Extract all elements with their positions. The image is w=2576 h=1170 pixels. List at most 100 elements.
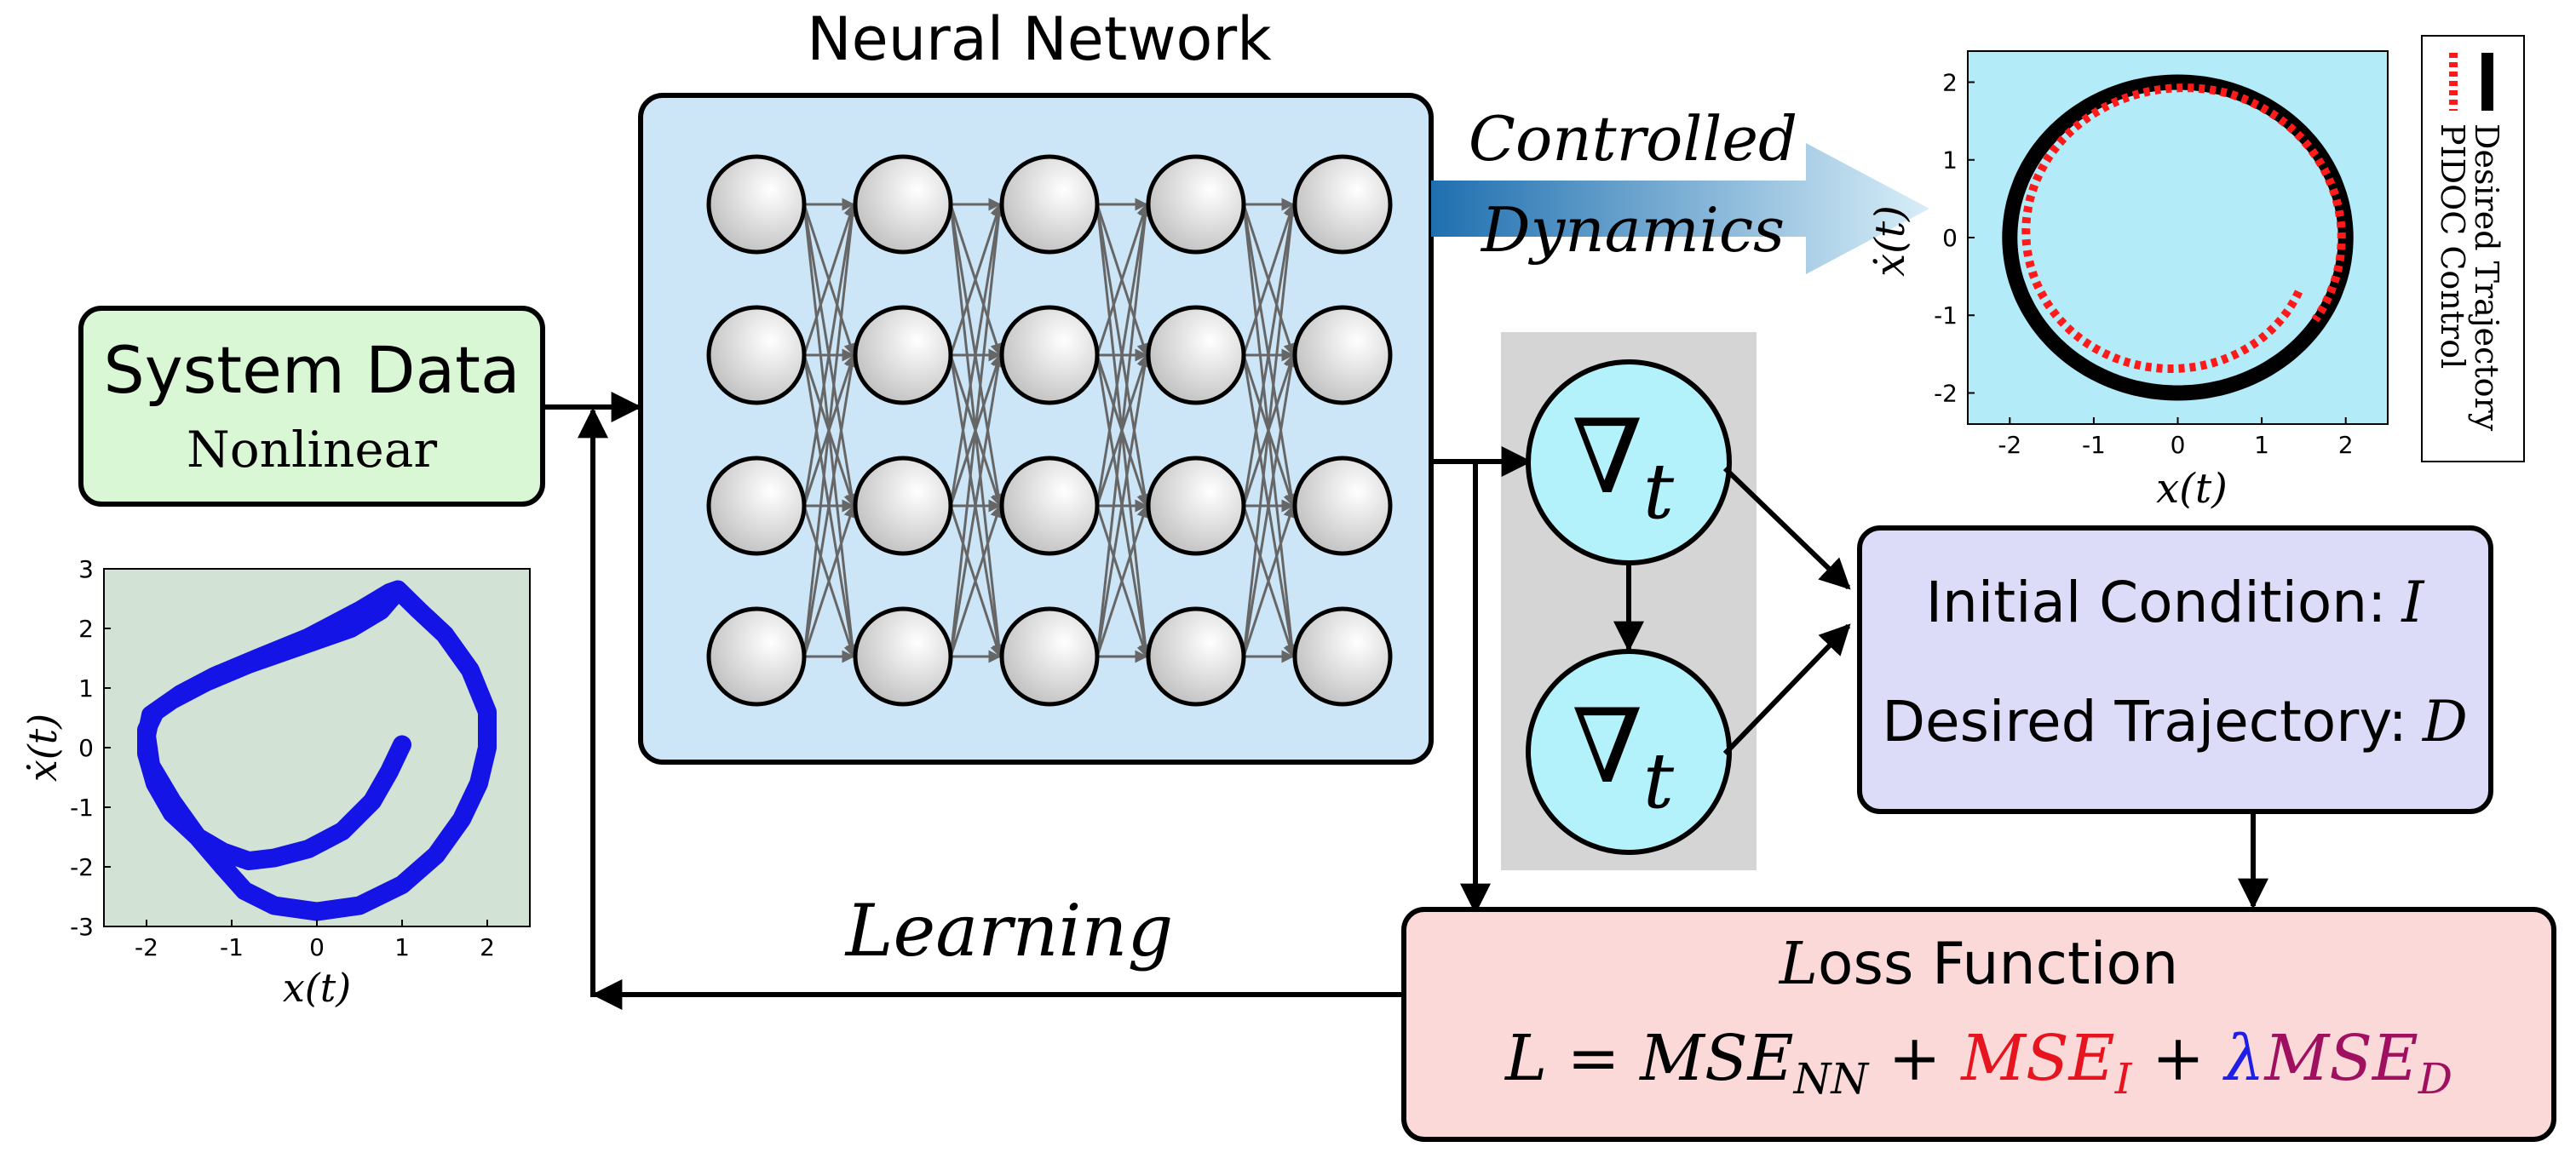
dynamics-label: Dynamics — [1480, 194, 1785, 266]
legend-label-pidoc: PIDOC Control — [2434, 123, 2471, 369]
eq-plus-second: + — [2131, 1022, 2224, 1095]
nn-edge — [1095, 203, 1149, 356]
pidoc-control-series — [2021, 83, 2346, 373]
nn-neuron — [1292, 456, 1393, 556]
left-plot-ytick-label: -2 — [70, 853, 94, 881]
nn-neuron — [706, 606, 807, 707]
loss-title: oss Function — [1818, 931, 2178, 998]
left-plot-xlabel: x(t) — [283, 965, 351, 1011]
eq-sub-i: I — [2114, 1054, 2133, 1104]
left-plot-area — [103, 568, 531, 927]
left-plot-xtick-label: -1 — [220, 933, 244, 961]
nn-edge — [1242, 504, 1296, 657]
left-plot-ytick-label: -1 — [70, 794, 94, 822]
right-plot-ytick-label: -1 — [1934, 301, 1958, 330]
nn-edge — [949, 203, 1005, 657]
controlled-dynamics-arrow — [1431, 143, 1929, 274]
nn-neuron — [706, 154, 807, 255]
right-plot-ytick-label: 0 — [1942, 224, 1958, 252]
nn-neuron — [853, 606, 953, 707]
nn-neuron — [999, 606, 1100, 707]
nn-edge — [802, 203, 859, 507]
desired-trajectory-symbol: D — [2422, 689, 2468, 754]
initial-condition-symbol: I — [2401, 570, 2425, 635]
left-plot-ylabel: ẋ(t) — [20, 714, 66, 782]
nabla-subscript-second: t — [1643, 737, 1675, 826]
nn-neuron — [999, 456, 1100, 556]
eq-lambda: λ — [2222, 1022, 2265, 1095]
right-plot-ylabel: ẋ(t) — [1866, 205, 1914, 277]
right-plot-legend — [2421, 35, 2525, 462]
nn-edge — [949, 353, 1005, 657]
eq-mse-d: MSE — [2263, 1022, 2418, 1095]
svg-text:Loss Function: Loss Function — [1778, 931, 2178, 998]
nn-neurons — [706, 154, 1393, 707]
right-plot-xlabel: x(t) — [2156, 465, 2228, 513]
nn-edge — [949, 504, 1003, 657]
svg-text:∇t: ∇t — [1572, 399, 1675, 536]
right-plot-xtick-label: -2 — [1998, 431, 2021, 459]
gradient-to-conditions-arrow-upper — [1722, 466, 1851, 590]
right-plot-xtick-label: 1 — [2254, 431, 2269, 459]
nn-neuron — [999, 305, 1100, 405]
left-plot-ytick-label: 1 — [78, 674, 94, 703]
nn-edge — [1242, 203, 1298, 657]
controlled-label: Controlled — [1469, 103, 1797, 175]
nn-neuron — [706, 305, 807, 405]
left-plot-ytick-label: 2 — [78, 615, 94, 643]
nn-neuron — [1146, 456, 1246, 556]
right-plot-xtick-label: 2 — [2338, 431, 2354, 459]
nn-neuron — [1146, 154, 1246, 255]
nn-edge — [1095, 353, 1152, 657]
nn-neuron — [999, 154, 1100, 255]
nn-edge — [802, 203, 859, 657]
eq-mse-i: MSE — [1959, 1022, 2114, 1095]
left-plot-xtick-label: -2 — [135, 933, 158, 961]
system-data-subtitle: Nonlinear — [187, 421, 437, 479]
svg-text:Desired Trajectory:D: Desired Trajectory:D — [1882, 689, 2468, 754]
nn-neuron — [1146, 606, 1246, 707]
nn-edge — [1095, 504, 1149, 657]
loss-equation: L = MSENN + MSEI + λMSED — [1504, 1022, 2452, 1104]
right-plot-ytick-label: 2 — [1942, 68, 1958, 96]
desired-trajectory-label: Desired Trajectory: — [1882, 689, 2407, 754]
svg-text:Initial Condition:I: Initial Condition:I — [1926, 570, 2426, 635]
eq-sub-nn: NN — [1793, 1054, 1871, 1104]
gradient-to-conditions-arrow-lower — [1722, 623, 1851, 756]
nn-connections — [802, 198, 1298, 663]
nn-neuron — [1146, 305, 1246, 405]
right-plot-xtick-label: -1 — [2082, 431, 2106, 459]
nn-edge — [1242, 203, 1296, 356]
system-data-title: System Data — [103, 332, 520, 408]
svg-text:∇t: ∇t — [1572, 688, 1675, 826]
nn-edge — [1242, 353, 1298, 657]
conditions-box — [1857, 525, 2493, 814]
nn-box — [638, 93, 1434, 765]
nn-neuron — [706, 456, 807, 556]
left-plot-ytick-label: -3 — [70, 913, 94, 941]
nn-edge — [802, 353, 859, 657]
right-plot-ytick-label: 1 — [1942, 146, 1958, 175]
nn-neuron — [853, 456, 953, 556]
right-plot-area — [1967, 50, 2389, 425]
nabla-subscript: t — [1643, 447, 1675, 536]
initial-condition-label: Initial Condition: — [1926, 570, 2387, 635]
learning-label: Learning — [844, 889, 1174, 972]
loss-box — [1401, 907, 2556, 1142]
right-plot-ytick-label: -2 — [1934, 379, 1958, 407]
nn-edge — [802, 203, 856, 356]
nabla-symbol: ∇ — [1572, 399, 1643, 517]
eq-plus-first: + — [1868, 1022, 1961, 1095]
nn-edge — [1095, 203, 1152, 657]
nn-neuron — [1292, 606, 1393, 707]
nn-edge — [949, 203, 1003, 356]
eq-L: L — [1504, 1022, 1547, 1095]
nn-edge — [802, 504, 856, 657]
desired-trajectory-series — [2002, 74, 2354, 401]
eq-sub-d: D — [2418, 1054, 2452, 1104]
nabla-symbol-second: ∇ — [1572, 688, 1643, 806]
nn-title: Neural Network — [807, 4, 1272, 74]
right-plot-xtick-label: 0 — [2171, 431, 2186, 459]
